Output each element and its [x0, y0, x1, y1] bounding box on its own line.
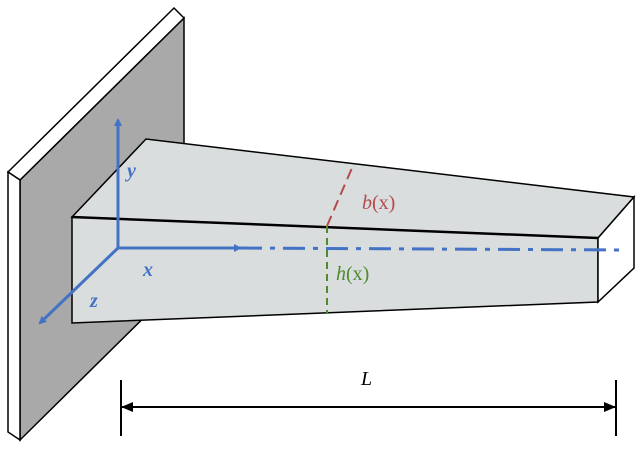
width-label-func: b — [362, 192, 372, 214]
x-axis-label: x — [142, 259, 153, 281]
height-label: h(x) — [336, 263, 369, 285]
tapered-beam — [70, 138, 636, 324]
z-axis-arrow — [38, 246, 120, 325]
y-axis-label: y — [125, 160, 136, 182]
length-dimension — [120, 380, 617, 436]
height-label-func: h — [336, 263, 346, 285]
height-label-arg: (x) — [346, 263, 369, 285]
width-label-arg: (x) — [372, 192, 395, 214]
coordinate-axes — [38, 118, 242, 325]
z-axis-label: z — [89, 290, 98, 312]
wall-side-edge — [7, 170, 21, 442]
length-label: L — [360, 368, 372, 390]
beam-centerline — [239, 246, 621, 252]
width-marker-line — [326, 167, 353, 227]
width-label: b(x) — [362, 192, 395, 214]
